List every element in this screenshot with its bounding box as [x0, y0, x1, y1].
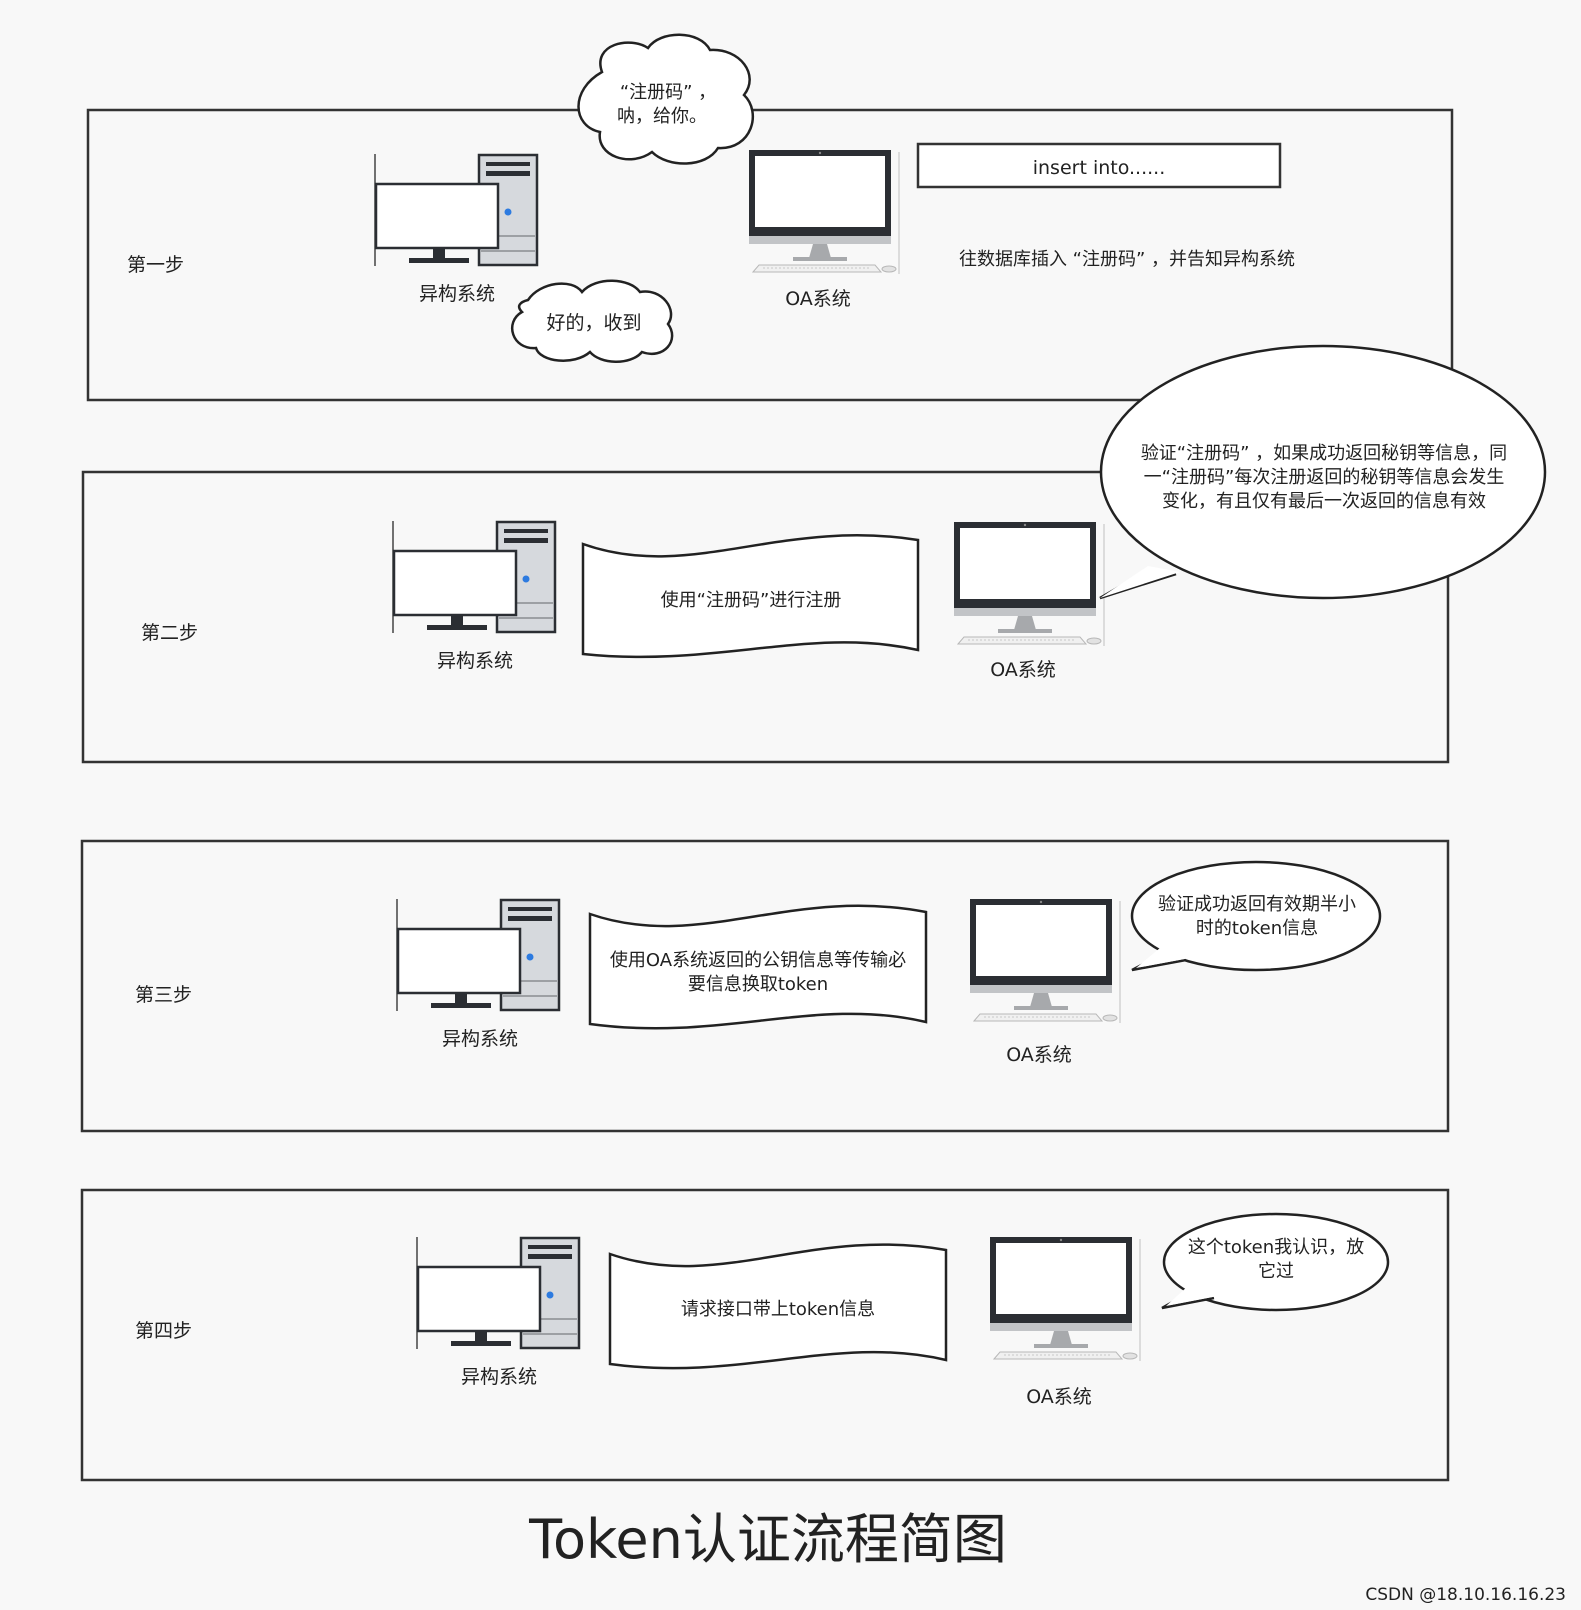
message-document-shape: 请求接口带上token信息: [608, 1243, 948, 1370]
sql-box: [916, 142, 1282, 189]
client-label: 异构系统: [419, 283, 495, 305]
step-1-frame: [86, 108, 1454, 402]
client-computer-icon: [373, 152, 539, 268]
step-1-label: 第一步: [127, 254, 184, 276]
message-document-shape: 使用OA系统返回的公钥信息等传输必 要信息换取token: [588, 904, 928, 1030]
client-thought-cloud: 好的，收到: [511, 279, 674, 363]
server-speech-bubble: 验证“注册码” ，如果成功返回秘钥等信息，同 一“注册码”每次注册返回的秘钥等信…: [1099, 344, 1547, 600]
server-cloud-line-1: “注册码” ，: [620, 82, 716, 103]
server-speech-bubble: 这个token我认识，放 它过: [1161, 1212, 1390, 1312]
server-label: OA系统: [1006, 1044, 1072, 1066]
client-cloud-text: 好的，收到: [546, 312, 641, 334]
server-label: OA系统: [1026, 1386, 1092, 1408]
server-note: 往数据库插入 “注册码” ，并告知异构系统: [959, 249, 1295, 270]
oa-computer-icon: [953, 521, 1105, 647]
sql-box-text: insert into......: [1033, 157, 1166, 179]
step-4-frame: [80, 1188, 1450, 1482]
step-4: 第四步 异构系统 OA系统 请求接口带上token信息 这个token我认识，放…: [80, 1188, 1450, 1482]
server-bubble-line-1: 这个token我认识，放: [1188, 1237, 1364, 1258]
step-2-label: 第二步: [141, 622, 198, 644]
server-speech-bubble: 验证成功返回有效期半小 时的token信息: [1130, 860, 1382, 972]
server-bubble-line-2: 它过: [1258, 1261, 1294, 1282]
step-2: 第二步 异构系统 OA系统 使用“注册码”进行注册 验证“注册码” ，如果成功返…: [81, 344, 1547, 764]
server-cloud-line-2: 呐，给你。: [617, 106, 707, 127]
step-3: 第三步 异构系统 OA系统 使用OA系统返回的公钥信息等传输必 要信息换取tok…: [80, 839, 1450, 1133]
step-3-frame: [80, 839, 1450, 1133]
server-bubble-line-3: 变化，有且仅有最后一次返回的信息有效: [1162, 491, 1486, 512]
server-thought-cloud: “注册码” ， 呐，给你。: [577, 33, 754, 165]
diagram-title: Token认证流程简图: [528, 1508, 1007, 1571]
client-computer-icon: [395, 897, 561, 1013]
client-label: 异构系统: [437, 650, 513, 672]
server-bubble-line-1: 验证成功返回有效期半小: [1158, 894, 1356, 915]
watermark: CSDN @18.10.16.16.23: [1365, 1585, 1566, 1605]
client-label: 异构系统: [461, 1366, 537, 1388]
message-text-line-1: 使用OA系统返回的公钥信息等传输必: [610, 950, 906, 971]
message-text-line-1: 使用“注册码”进行注册: [661, 590, 842, 611]
step-4-label: 第四步: [135, 1320, 192, 1342]
message-text-line-1: 请求接口带上token信息: [681, 1299, 875, 1320]
step-2-frame: [81, 470, 1450, 764]
server-label: OA系统: [990, 659, 1056, 681]
step-1: 第一步 异构系统 OA系统 insert into...... 往数据库插入 “…: [86, 33, 1454, 402]
message-text-line-2: 要信息换取token: [688, 974, 828, 995]
client-label: 异构系统: [442, 1028, 518, 1050]
server-bubble-line-2: 一“注册码”每次注册返回的秘钥等信息会发生: [1144, 467, 1505, 488]
oa-computer-icon: [969, 898, 1121, 1024]
oa-computer-icon: [748, 149, 900, 275]
message-document-shape: 使用“注册码”进行注册: [581, 534, 920, 659]
step-3-label: 第三步: [135, 984, 192, 1006]
client-computer-icon: [391, 519, 557, 635]
oa-computer-icon: [989, 1236, 1141, 1362]
server-label: OA系统: [785, 288, 851, 310]
client-computer-icon: [415, 1235, 581, 1351]
server-bubble-line-1: 验证“注册码” ，如果成功返回秘钥等信息，同: [1141, 443, 1507, 464]
server-bubble-line-2: 时的token信息: [1196, 918, 1318, 939]
